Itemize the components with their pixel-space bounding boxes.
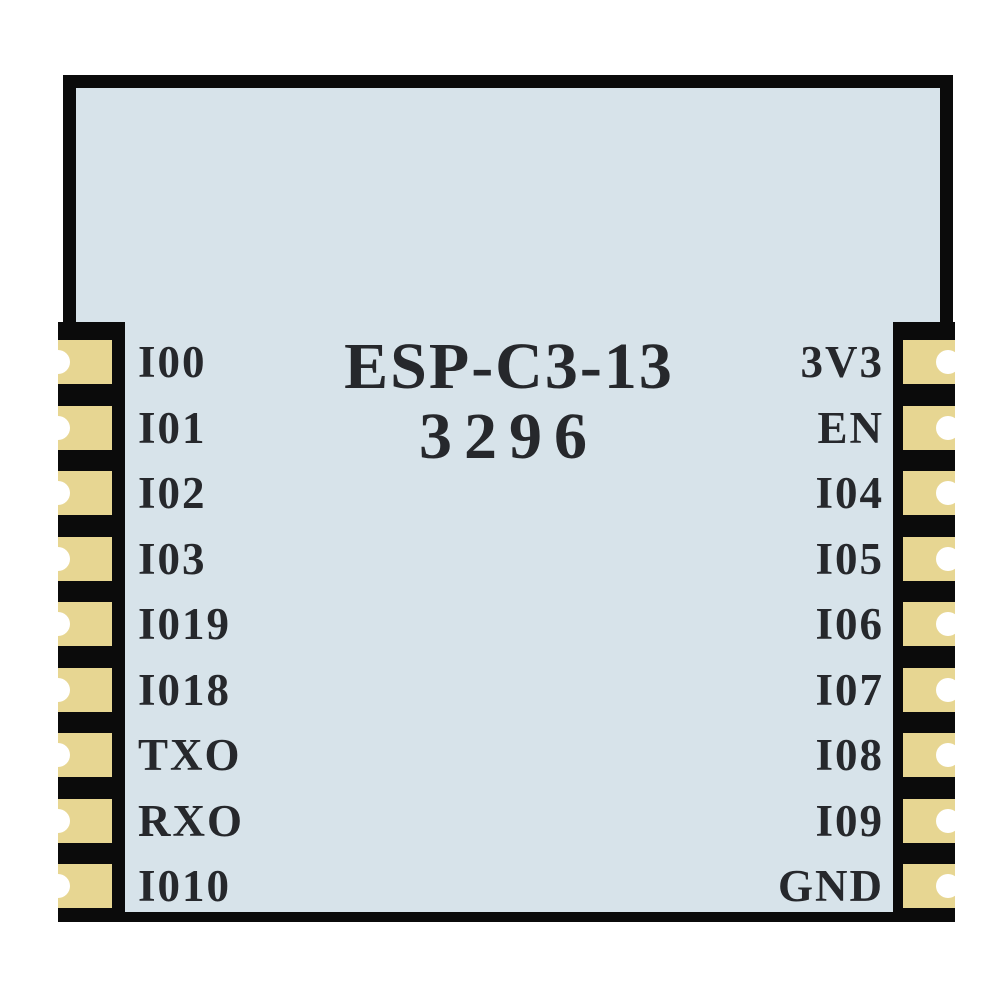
castellation-hole-icon xyxy=(936,809,960,833)
pin-label-left-7: TXO xyxy=(138,730,242,780)
module-number: 3296 xyxy=(419,400,599,473)
pin-pad-left-4 xyxy=(46,537,112,581)
pin-pad-right-9 xyxy=(903,864,960,908)
module-name: ESP-C3-13 xyxy=(344,330,674,403)
castellation-hole-icon xyxy=(46,743,70,767)
pin-label-left-2: I01 xyxy=(138,403,207,453)
castellation-hole-icon xyxy=(936,678,960,702)
castellation-hole-icon xyxy=(46,678,70,702)
pin-pad-right-1 xyxy=(903,340,960,384)
pin-label-right-2: EN xyxy=(817,403,884,453)
module-title: ESP-C3-13 3296 xyxy=(125,334,893,470)
castellation-hole-icon xyxy=(46,874,70,898)
castellation-hole-icon xyxy=(46,416,70,440)
pin-pad-right-2 xyxy=(903,406,960,450)
pin-pad-left-1 xyxy=(46,340,112,384)
pin-pad-left-3 xyxy=(46,471,112,515)
pin-pad-left-2 xyxy=(46,406,112,450)
pin-label-left-6: I018 xyxy=(138,665,232,715)
castellation-hole-icon xyxy=(936,547,960,571)
castellation-hole-icon xyxy=(46,612,70,636)
pin-label-left-9: I010 xyxy=(138,861,232,911)
castellation-hole-icon xyxy=(46,547,70,571)
pin-pad-right-4 xyxy=(903,537,960,581)
pin-label-left-5: I019 xyxy=(138,599,232,649)
pin-pad-right-6 xyxy=(903,668,960,712)
antenna-section xyxy=(63,75,953,330)
pin-label-right-9: GND xyxy=(778,861,884,911)
castellation-hole-icon xyxy=(936,612,960,636)
castellation-hole-icon xyxy=(46,481,70,505)
pin-pad-right-5 xyxy=(903,602,960,646)
castellation-hole-icon xyxy=(936,350,960,374)
module-bottom-edge xyxy=(58,912,955,922)
castellation-hole-icon xyxy=(46,809,70,833)
castellation-hole-icon xyxy=(936,481,960,505)
pin-label-left-8: RXO xyxy=(138,796,244,846)
pin-label-left-4: I03 xyxy=(138,534,207,584)
pin-label-right-6: I07 xyxy=(815,665,884,715)
pin-label-right-7: I08 xyxy=(815,730,884,780)
castellation-hole-icon xyxy=(936,874,960,898)
pin-label-right-4: I05 xyxy=(815,534,884,584)
pin-pad-left-9 xyxy=(46,864,112,908)
pin-label-right-1: 3V3 xyxy=(800,337,884,387)
castellation-hole-icon xyxy=(46,350,70,374)
castellation-hole-icon xyxy=(936,743,960,767)
castellation-hole-icon xyxy=(936,416,960,440)
pin-pad-left-7 xyxy=(46,733,112,777)
pin-label-left-3: I02 xyxy=(138,468,207,518)
pin-label-right-3: I04 xyxy=(815,468,884,518)
pin-label-right-8: I09 xyxy=(815,796,884,846)
pin-pad-left-8 xyxy=(46,799,112,843)
pin-label-right-5: I06 xyxy=(815,599,884,649)
pin-label-left-1: I00 xyxy=(138,337,207,387)
pin-pad-right-7 xyxy=(903,733,960,777)
pin-pad-left-6 xyxy=(46,668,112,712)
pin-pad-right-3 xyxy=(903,471,960,515)
module-body xyxy=(125,328,893,912)
pin-pad-right-8 xyxy=(903,799,960,843)
pin-pad-left-5 xyxy=(46,602,112,646)
